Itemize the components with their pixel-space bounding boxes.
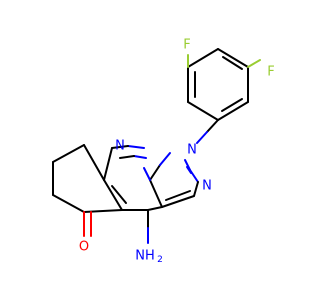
atom-nh2: NH 2 xyxy=(135,249,163,266)
atom-nh2-label: NH xyxy=(135,249,155,264)
bond-double-inner xyxy=(111,185,127,204)
bond xyxy=(83,209,123,213)
bond xyxy=(161,195,195,208)
bond xyxy=(149,179,163,208)
atom-f1: F xyxy=(183,38,190,53)
atom-o: O xyxy=(79,240,89,255)
bond-double-inner xyxy=(119,155,135,159)
bond xyxy=(149,164,161,181)
bond-cn xyxy=(127,145,145,149)
structure-svg: F F N N N O NH 2 xyxy=(52,38,275,266)
bond-cn xyxy=(143,167,151,181)
bond xyxy=(83,144,105,181)
bond-double-inner xyxy=(222,56,243,70)
bond xyxy=(193,181,199,197)
bond-cf xyxy=(247,59,261,68)
atom-n1: N xyxy=(187,143,197,158)
atom-n2: N xyxy=(202,179,212,194)
bond xyxy=(103,179,123,211)
bond xyxy=(52,144,85,163)
bond xyxy=(103,147,113,181)
bond xyxy=(217,101,249,121)
bond xyxy=(111,145,129,149)
cyclohexanone-ring xyxy=(52,144,123,213)
bond-cn xyxy=(196,131,208,144)
pyridine-ring xyxy=(103,145,163,211)
bond-double-inner xyxy=(133,155,147,159)
atom-nh2-subscript: 2 xyxy=(157,255,163,265)
bond-nn xyxy=(184,159,191,171)
difluorophenyl-ring xyxy=(187,48,249,121)
bond xyxy=(217,48,249,68)
bond-double-inner xyxy=(186,166,192,174)
bond xyxy=(187,48,219,68)
bond-double-inner xyxy=(165,190,191,201)
bond xyxy=(187,101,219,121)
molecule-diagram: F F N N N O NH 2 xyxy=(52,38,275,266)
pyrazole-ring xyxy=(149,152,199,208)
atom-n3: N xyxy=(115,139,125,154)
bond xyxy=(52,194,85,213)
atom-f2: F xyxy=(267,65,274,80)
bond-cn xyxy=(159,152,171,166)
bond xyxy=(206,119,219,133)
bond xyxy=(147,206,163,211)
bond-double-inner xyxy=(221,98,243,112)
